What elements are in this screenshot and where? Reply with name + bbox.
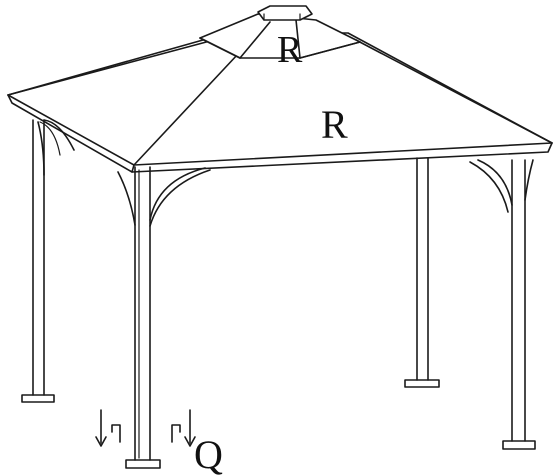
corner-brackets — [37, 119, 534, 227]
back-left-leg — [21, 119, 55, 403]
top-cap-label: R — [277, 29, 303, 71]
front-left-leg — [125, 166, 161, 469]
base-part-label: Q — [194, 432, 223, 475]
main-roof-label: R — [321, 102, 348, 147]
back-right-leg — [404, 157, 440, 388]
insertion-arrows — [95, 409, 196, 447]
front-right-leg — [502, 159, 536, 450]
roof-vent-cap — [199, 5, 361, 59]
